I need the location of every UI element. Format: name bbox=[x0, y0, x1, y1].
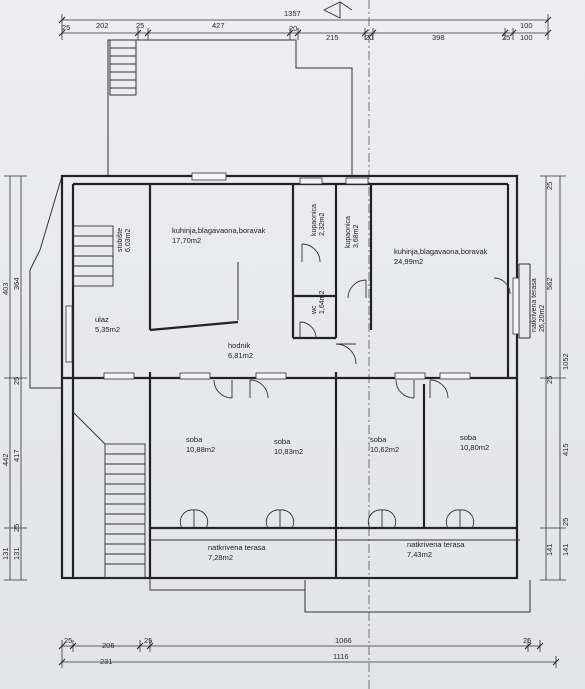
dim-left-8: 131 bbox=[12, 547, 21, 560]
dim-bottom-5: 25 bbox=[523, 636, 531, 645]
dim-bottom-row2-2: 1116 bbox=[333, 652, 349, 661]
dim-bottom-row2-1: 231 bbox=[100, 657, 113, 666]
dim-left-2: 364 bbox=[12, 277, 21, 290]
dim-right-3: 1052 bbox=[561, 353, 570, 370]
dim-top-9: 25 bbox=[502, 33, 510, 42]
room-area-covered-terrace-1: 7,28m2 bbox=[208, 553, 233, 562]
room-name-kitchen-2: kuhinja,blagavaona,boravak bbox=[394, 247, 488, 256]
dim-bottom-4: 1066 bbox=[335, 636, 352, 645]
dim-top-1: 25 bbox=[62, 23, 70, 32]
room-area-kitchen-1: 17,70m2 bbox=[172, 236, 201, 245]
room-area-wc: 1,64m2 bbox=[319, 291, 326, 314]
room-area-hallway: 6,81m2 bbox=[228, 351, 253, 360]
dim-top-2: 202 bbox=[96, 21, 109, 30]
dim-right-6: 25 bbox=[561, 518, 570, 526]
staircase bbox=[72, 225, 146, 579]
room-name-bedroom-4: soba bbox=[460, 433, 477, 442]
room-area-stairs: 6,03m2 bbox=[125, 229, 132, 252]
room-name-bedroom-2: soba bbox=[274, 437, 291, 446]
room-name-bedroom-1: soba bbox=[186, 435, 203, 444]
room-area-bath-1: 2,32m2 bbox=[319, 213, 326, 236]
upper-outline bbox=[107, 39, 531, 613]
room-name-covered-terrace-side: natkrivena terasa bbox=[531, 278, 538, 332]
room-area-kitchen-2: 24,99m2 bbox=[394, 257, 423, 266]
room-area-bedroom-2: 10,83m2 bbox=[274, 447, 303, 456]
dim-bottom-3: 25 bbox=[144, 636, 152, 645]
room-area-bath-2: 3,68m2 bbox=[353, 225, 360, 248]
dim-bottom-1: 25 bbox=[64, 636, 72, 645]
room-name-covered-terrace-2: natkrivena terasa bbox=[407, 540, 465, 549]
room-name-stairs: stubište bbox=[117, 228, 124, 252]
dim-right-4: 25 bbox=[545, 376, 554, 384]
windows bbox=[65, 172, 520, 380]
dim-bottom-2: 206 bbox=[102, 641, 115, 650]
room-area-covered-terrace-side: 26,20m2 bbox=[539, 305, 546, 332]
dim-left-5: 442 bbox=[1, 453, 10, 466]
dim-top-6: 215 bbox=[326, 33, 339, 42]
dim-top-3: 25 bbox=[136, 21, 144, 30]
room-area-bedroom-4: 10,80m2 bbox=[460, 443, 489, 452]
dim-top-4: 427 bbox=[212, 21, 225, 30]
north-arrow-icon bbox=[322, 1, 353, 19]
dim-right-8: 141 bbox=[561, 543, 570, 556]
doors bbox=[179, 243, 511, 529]
dim-left-1: 403 bbox=[1, 282, 10, 295]
dim-right-2: 562 bbox=[545, 277, 554, 290]
room-name-wc: wc bbox=[311, 305, 318, 315]
dim-top-7: 20 bbox=[365, 33, 373, 42]
room-area-covered-terrace-2: 7,43m2 bbox=[407, 550, 432, 559]
dim-left-7: 131 bbox=[1, 547, 10, 560]
room-name-bedroom-3: soba bbox=[370, 435, 387, 444]
room-name-entrance: ulaz bbox=[95, 315, 109, 324]
room-name-hallway: hodnik bbox=[228, 341, 250, 350]
room-area-bedroom-1: 10,88m2 bbox=[186, 445, 215, 454]
dimension-ticks bbox=[58, 16, 560, 666]
room-area-bedroom-3: 10,62m2 bbox=[370, 445, 399, 454]
dim-left-3: 25 bbox=[12, 377, 21, 385]
dim-left-4: 417 bbox=[12, 449, 21, 462]
dim-left-6: 25 bbox=[12, 524, 21, 532]
dim-right-5: 415 bbox=[561, 443, 570, 456]
room-area-entrance: 5,35m2 bbox=[95, 325, 120, 334]
dimension-lines bbox=[4, 14, 566, 668]
dim-top-5: 20 bbox=[289, 24, 297, 33]
dim-right-7: 141 bbox=[545, 543, 554, 556]
dim-right-1: 25 bbox=[545, 182, 554, 190]
dim-top-overall: 1357 bbox=[284, 9, 301, 18]
room-name-covered-terrace-1: natkrivena terasa bbox=[208, 543, 266, 552]
dim-top-8: 398 bbox=[432, 33, 445, 42]
dim-top-10: 100 bbox=[520, 33, 533, 42]
room-name-bath-2: kupaonica bbox=[345, 216, 352, 248]
room-name-kitchen-1: kuhinja,blagavaona,boravak bbox=[172, 226, 266, 235]
room-name-bath-1: kupaonica bbox=[311, 204, 318, 236]
dim-top-right-extra: 100 bbox=[520, 21, 533, 30]
